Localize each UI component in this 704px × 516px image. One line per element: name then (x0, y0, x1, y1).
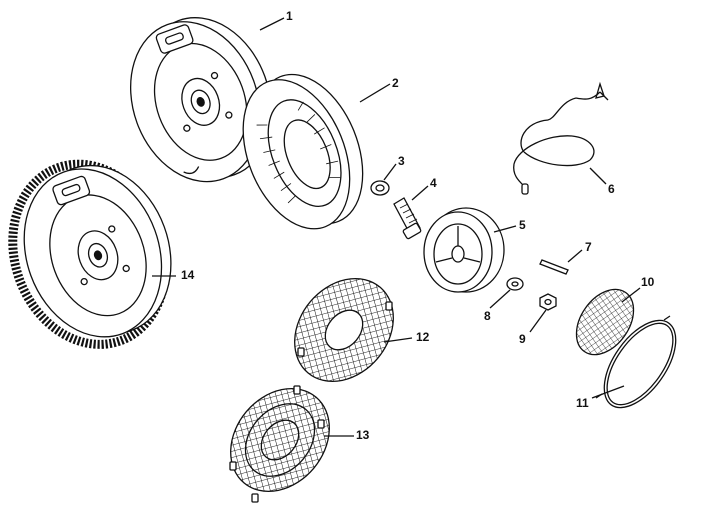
leader-line-8 (489, 289, 511, 309)
leader-line-10 (621, 287, 641, 303)
flywheel-part-1 (129, 17, 272, 183)
leader-line-2 (359, 83, 391, 103)
leader-line-1 (259, 17, 285, 31)
callout-9: 9 (519, 332, 526, 346)
callout-2: 2 (392, 76, 399, 90)
washer-part-3 (370, 180, 390, 196)
pin-part-7 (539, 259, 569, 275)
leader-line-4 (411, 185, 429, 201)
callout-1: 1 (286, 9, 293, 23)
leader-line-12 (383, 337, 413, 343)
leader-line-7 (567, 249, 583, 263)
nut-part-9 (539, 293, 557, 311)
leader-line-3 (383, 163, 397, 181)
callout-3: 3 (398, 154, 405, 168)
flywheel-ring-gear-part-14 (8, 159, 172, 349)
callout-10: 10 (641, 275, 655, 289)
callout-5: 5 (519, 218, 526, 232)
callout-11: 11 (576, 396, 589, 410)
leader-line-11 (591, 385, 625, 399)
leader-lines (152, 17, 641, 437)
fan-part-2 (242, 73, 364, 230)
leader-line-9 (529, 309, 547, 333)
leader-line-5 (493, 225, 517, 233)
callout-14: 14 (181, 268, 195, 282)
callout-4: 4 (430, 176, 437, 190)
screen-part-10 (575, 288, 635, 356)
callout-7: 7 (585, 240, 592, 254)
grill-part-13 (229, 385, 330, 503)
callout-8: 8 (484, 309, 491, 323)
callout-13: 13 (356, 428, 370, 442)
wire-harness-part-6 (513, 81, 609, 195)
callout-12: 12 (416, 330, 430, 344)
washer-part-8 (506, 277, 524, 291)
screen-part-12 (294, 277, 394, 383)
pulley-part-5 (423, 207, 505, 293)
bolt-part-4 (393, 197, 422, 240)
leader-line-6 (589, 167, 607, 185)
callout-6: 6 (608, 182, 615, 196)
